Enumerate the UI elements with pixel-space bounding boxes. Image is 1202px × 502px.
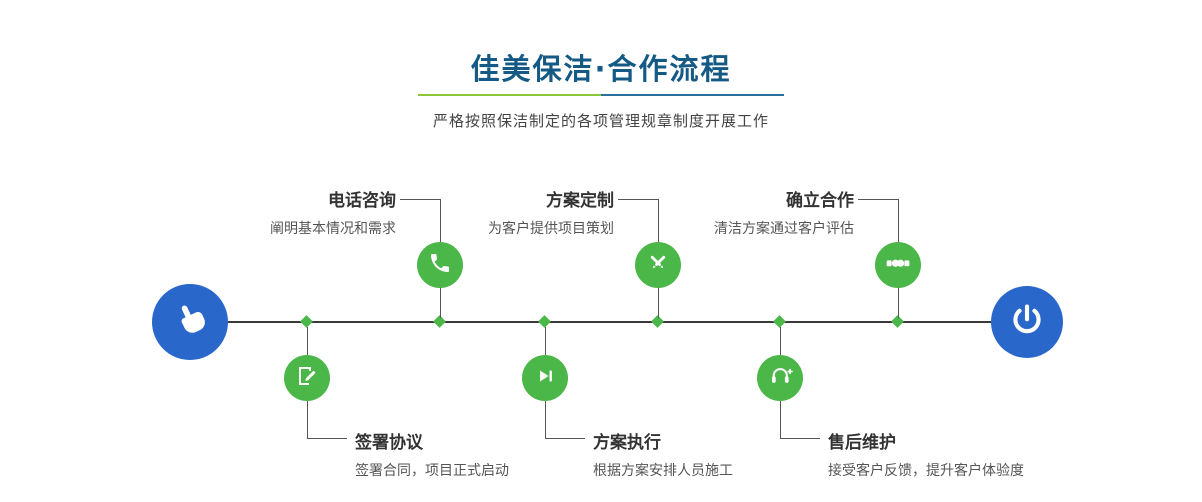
connector-line: [307, 327, 308, 355]
step-label-execution: 方案执行 根据方案安排人员施工: [593, 428, 733, 480]
connector-line: [307, 401, 308, 438]
page-subtitle: 严格按照保洁制定的各项管理规章制度开展工作: [432, 112, 769, 130]
connector-line: [898, 199, 899, 243]
contract-icon: [295, 364, 319, 392]
connector-line: [618, 199, 658, 200]
step-title: 签署协议: [355, 433, 423, 453]
step-title: 售后维护: [828, 433, 896, 453]
step-label-cooperation: 确立合作 清洁方案通过客户评估: [714, 186, 854, 238]
connector-line: [658, 199, 659, 243]
underline-green-segment: [418, 94, 601, 96]
connector-line: [545, 401, 546, 438]
timeline-node: [538, 315, 551, 328]
connector-line: [858, 199, 898, 200]
connector-line: [780, 401, 781, 438]
phone-icon: [428, 251, 452, 279]
handshake-icon: [885, 250, 911, 280]
connector-line: [545, 438, 585, 439]
start-node: [152, 284, 228, 360]
connector-line: [440, 287, 441, 318]
title-underline: [418, 94, 784, 96]
step-desc: 根据方案安排人员施工: [593, 463, 733, 479]
step-label-contract: 签署协议 签署合同，项目正式启动: [355, 428, 509, 480]
connector-line: [400, 199, 440, 200]
timeline-node: [773, 315, 786, 328]
connector-line: [545, 327, 546, 355]
step-label-design: 方案定制 为客户提供项目策划: [488, 186, 614, 238]
step-node-contract: [284, 355, 330, 401]
step-desc: 阐明基本情况和需求: [270, 221, 396, 237]
timeline-axis: [190, 321, 1028, 323]
step-title: 方案执行: [593, 433, 661, 453]
step-node-execution: [522, 355, 568, 401]
underline-blue-segment: [601, 94, 784, 96]
page-title: 佳美保洁·合作流程: [470, 52, 732, 86]
step-label-phone: 电话咨询 阐明基本情况和需求: [270, 186, 396, 238]
timeline-node: [300, 315, 313, 328]
connector-line: [440, 199, 441, 243]
step-desc: 清洁方案通过客户评估: [714, 221, 854, 237]
end-node: [991, 286, 1063, 358]
step-desc: 接受客户反馈，提升客户体验度: [828, 463, 1024, 479]
step-node-phone: [417, 242, 463, 288]
connector-line: [780, 438, 820, 439]
connector-line: [658, 287, 659, 318]
step-title: 确立合作: [786, 191, 854, 211]
hand-pointer-icon: [170, 300, 210, 344]
connector-line: [307, 438, 347, 439]
power-icon: [1008, 301, 1046, 343]
step-node-aftersales: [757, 355, 803, 401]
connector-line: [780, 327, 781, 355]
play-forward-icon: [533, 364, 557, 392]
step-desc: 签署合同，项目正式启动: [355, 463, 509, 479]
step-node-design: [635, 242, 681, 288]
step-node-cooperation: [875, 242, 921, 288]
step-title: 方案定制: [546, 191, 614, 211]
connector-line: [898, 287, 899, 318]
design-tools-icon: [646, 251, 670, 279]
step-desc: 为客户提供项目策划: [488, 221, 614, 237]
step-label-aftersales: 售后维护 接受客户反馈，提升客户体验度: [828, 428, 1024, 480]
step-title: 电话咨询: [328, 191, 396, 211]
headset-icon: [768, 364, 793, 393]
